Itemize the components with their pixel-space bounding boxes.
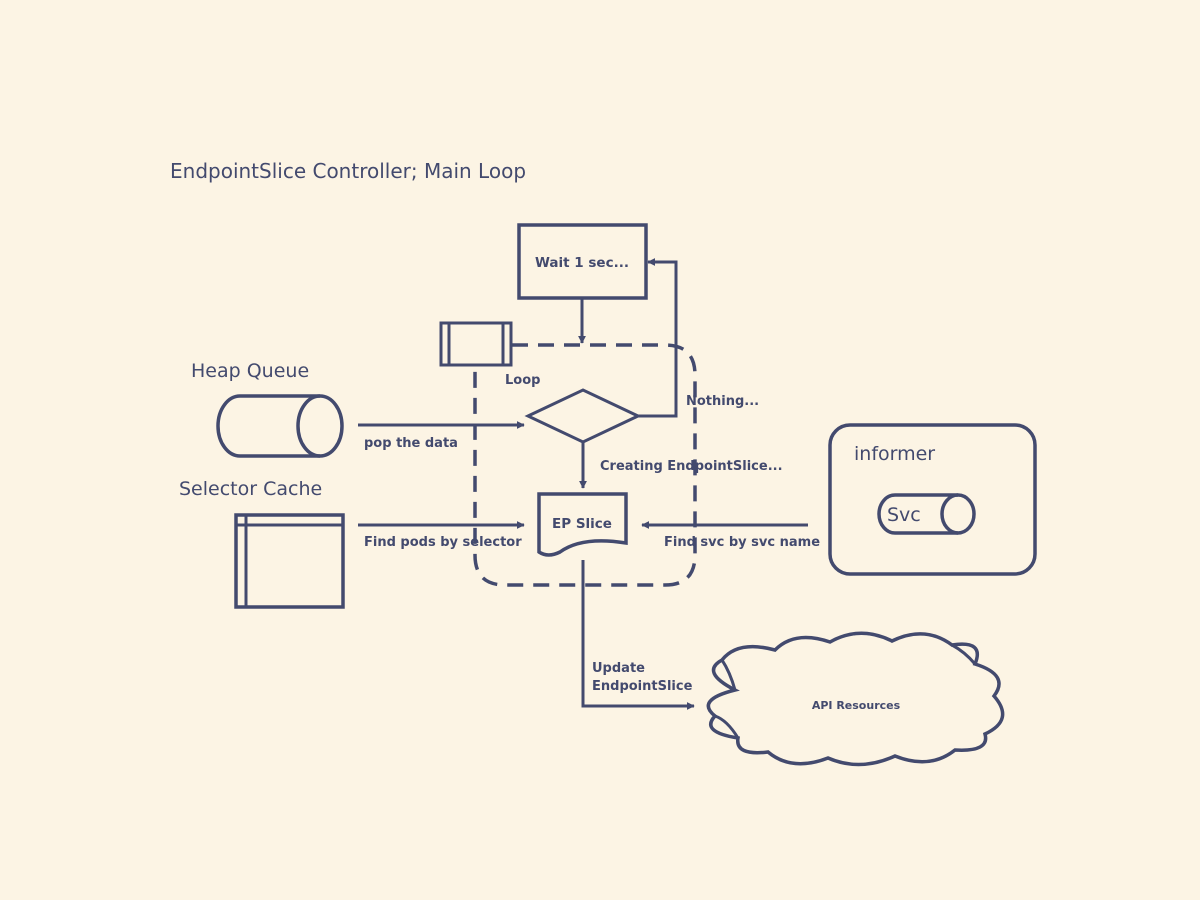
wait-label: Wait 1 sec... [535, 255, 629, 271]
loop-region [473, 343, 697, 587]
informer-box [828, 423, 1037, 576]
pop-data-label: pop the data [364, 436, 458, 451]
nothing-arrow [638, 258, 678, 418]
cloud-detail-3 [714, 714, 740, 739]
ep-slice-label: EP Slice [552, 516, 612, 532]
cloud-detail-1 [720, 659, 737, 691]
selector-cache-icon [234, 513, 345, 609]
svc-cylinder-icon [877, 493, 976, 535]
decision-diamond [524, 388, 642, 444]
update-label-line1: Update [592, 661, 645, 676]
heap-queue-label: Heap Queue [191, 360, 309, 382]
creating-label: Creating EndpointSlice... [600, 459, 783, 474]
api-resources-cloud [706, 631, 1005, 767]
diagram-title: EndpointSlice Controller; Main Loop [170, 159, 526, 183]
update-label-line2: EndpointSlice [592, 679, 693, 694]
svc-label: Svc [887, 504, 921, 526]
loop-icon [439, 321, 513, 367]
nothing-label: Nothing... [686, 394, 759, 409]
cloud-detail-2 [951, 643, 977, 665]
heap-queue-icon [216, 394, 344, 458]
update-arrow [581, 560, 695, 710]
ep-slice-doc [537, 492, 628, 557]
selector-cache-label: Selector Cache [179, 478, 322, 500]
api-resources-label: API Resources [812, 699, 901, 712]
loop-label: Loop [505, 373, 540, 388]
find-svc-label: Find svc by svc name [664, 535, 820, 550]
find-pods-label: Find pods by selector [364, 535, 522, 550]
informer-label: informer [854, 443, 935, 465]
